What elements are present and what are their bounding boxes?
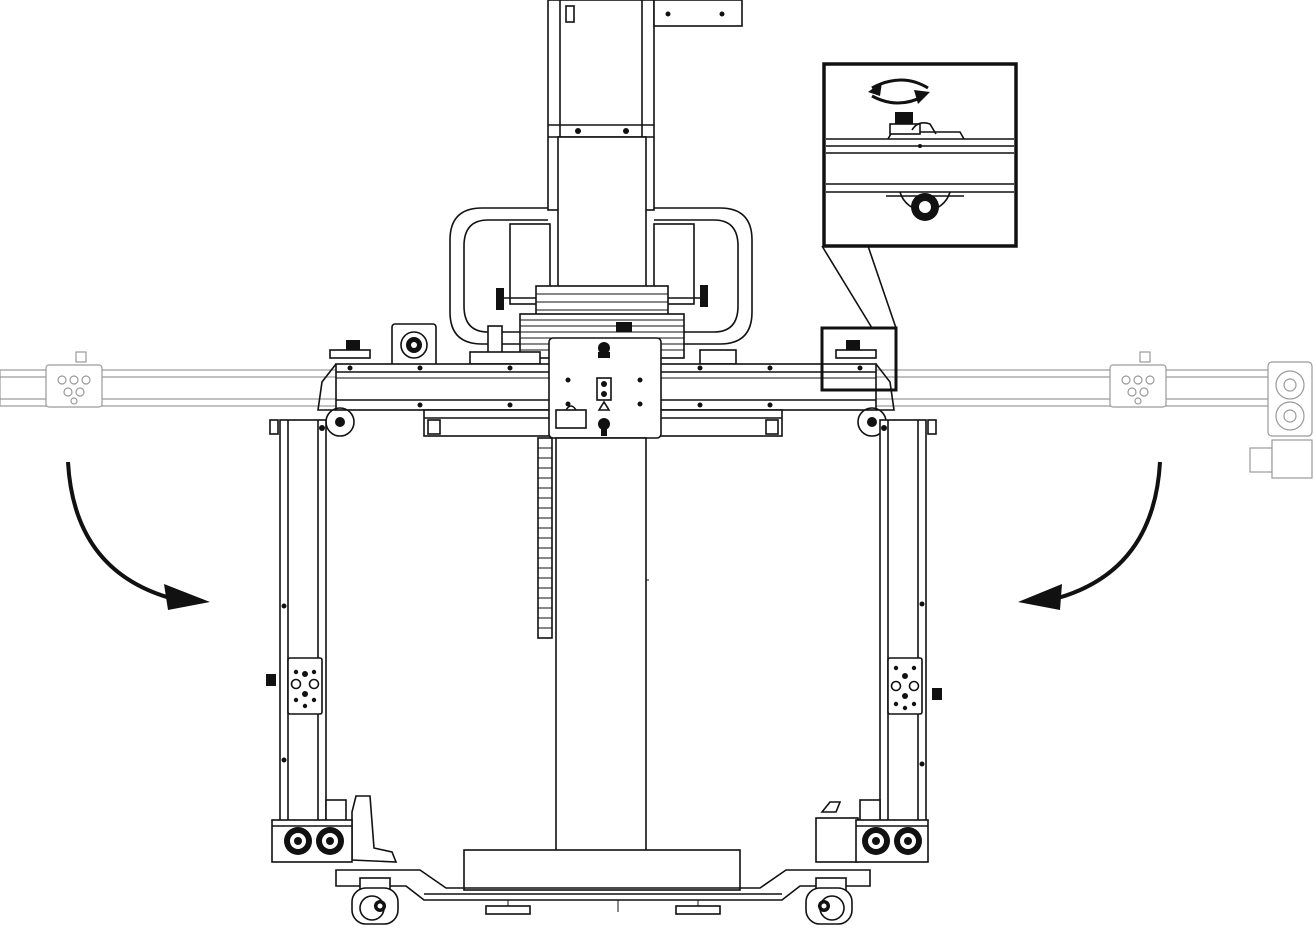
fold-down-arrow-icon [66, 461, 210, 610]
carriage-handle [449, 207, 753, 365]
right-caster [805, 877, 853, 925]
left-arm-mount-plate [287, 657, 323, 715]
right-ghost-mount-plate [1109, 351, 1167, 408]
callout-leader-left [821, 245, 873, 329]
left-knob-housing [391, 323, 437, 367]
extended-arm-ghost [0, 351, 1313, 479]
detail-highlight-box [820, 326, 898, 392]
left-caster [351, 877, 399, 925]
knob-detail-inset [822, 62, 1018, 248]
left-arm-wheel-block [271, 819, 353, 863]
left-folded-arm [266, 419, 398, 863]
rolling-base [335, 849, 871, 925]
right-arm-wheel-block [855, 819, 929, 863]
right-folded-arm [815, 419, 942, 863]
fold-down-arrow-icon [1018, 461, 1162, 610]
right-ghost-wheel-block [1249, 361, 1313, 479]
center-mount-plate [548, 337, 662, 439]
mast-upper [547, 0, 743, 288]
right-arm-mount-plate [887, 657, 923, 715]
mast-lower [545, 437, 661, 889]
callout-leader-right-visible [867, 245, 897, 329]
height-scale-strip [537, 437, 553, 639]
left-ghost-mount-plate [45, 351, 103, 408]
rotate-arrows-icon [868, 78, 930, 105]
